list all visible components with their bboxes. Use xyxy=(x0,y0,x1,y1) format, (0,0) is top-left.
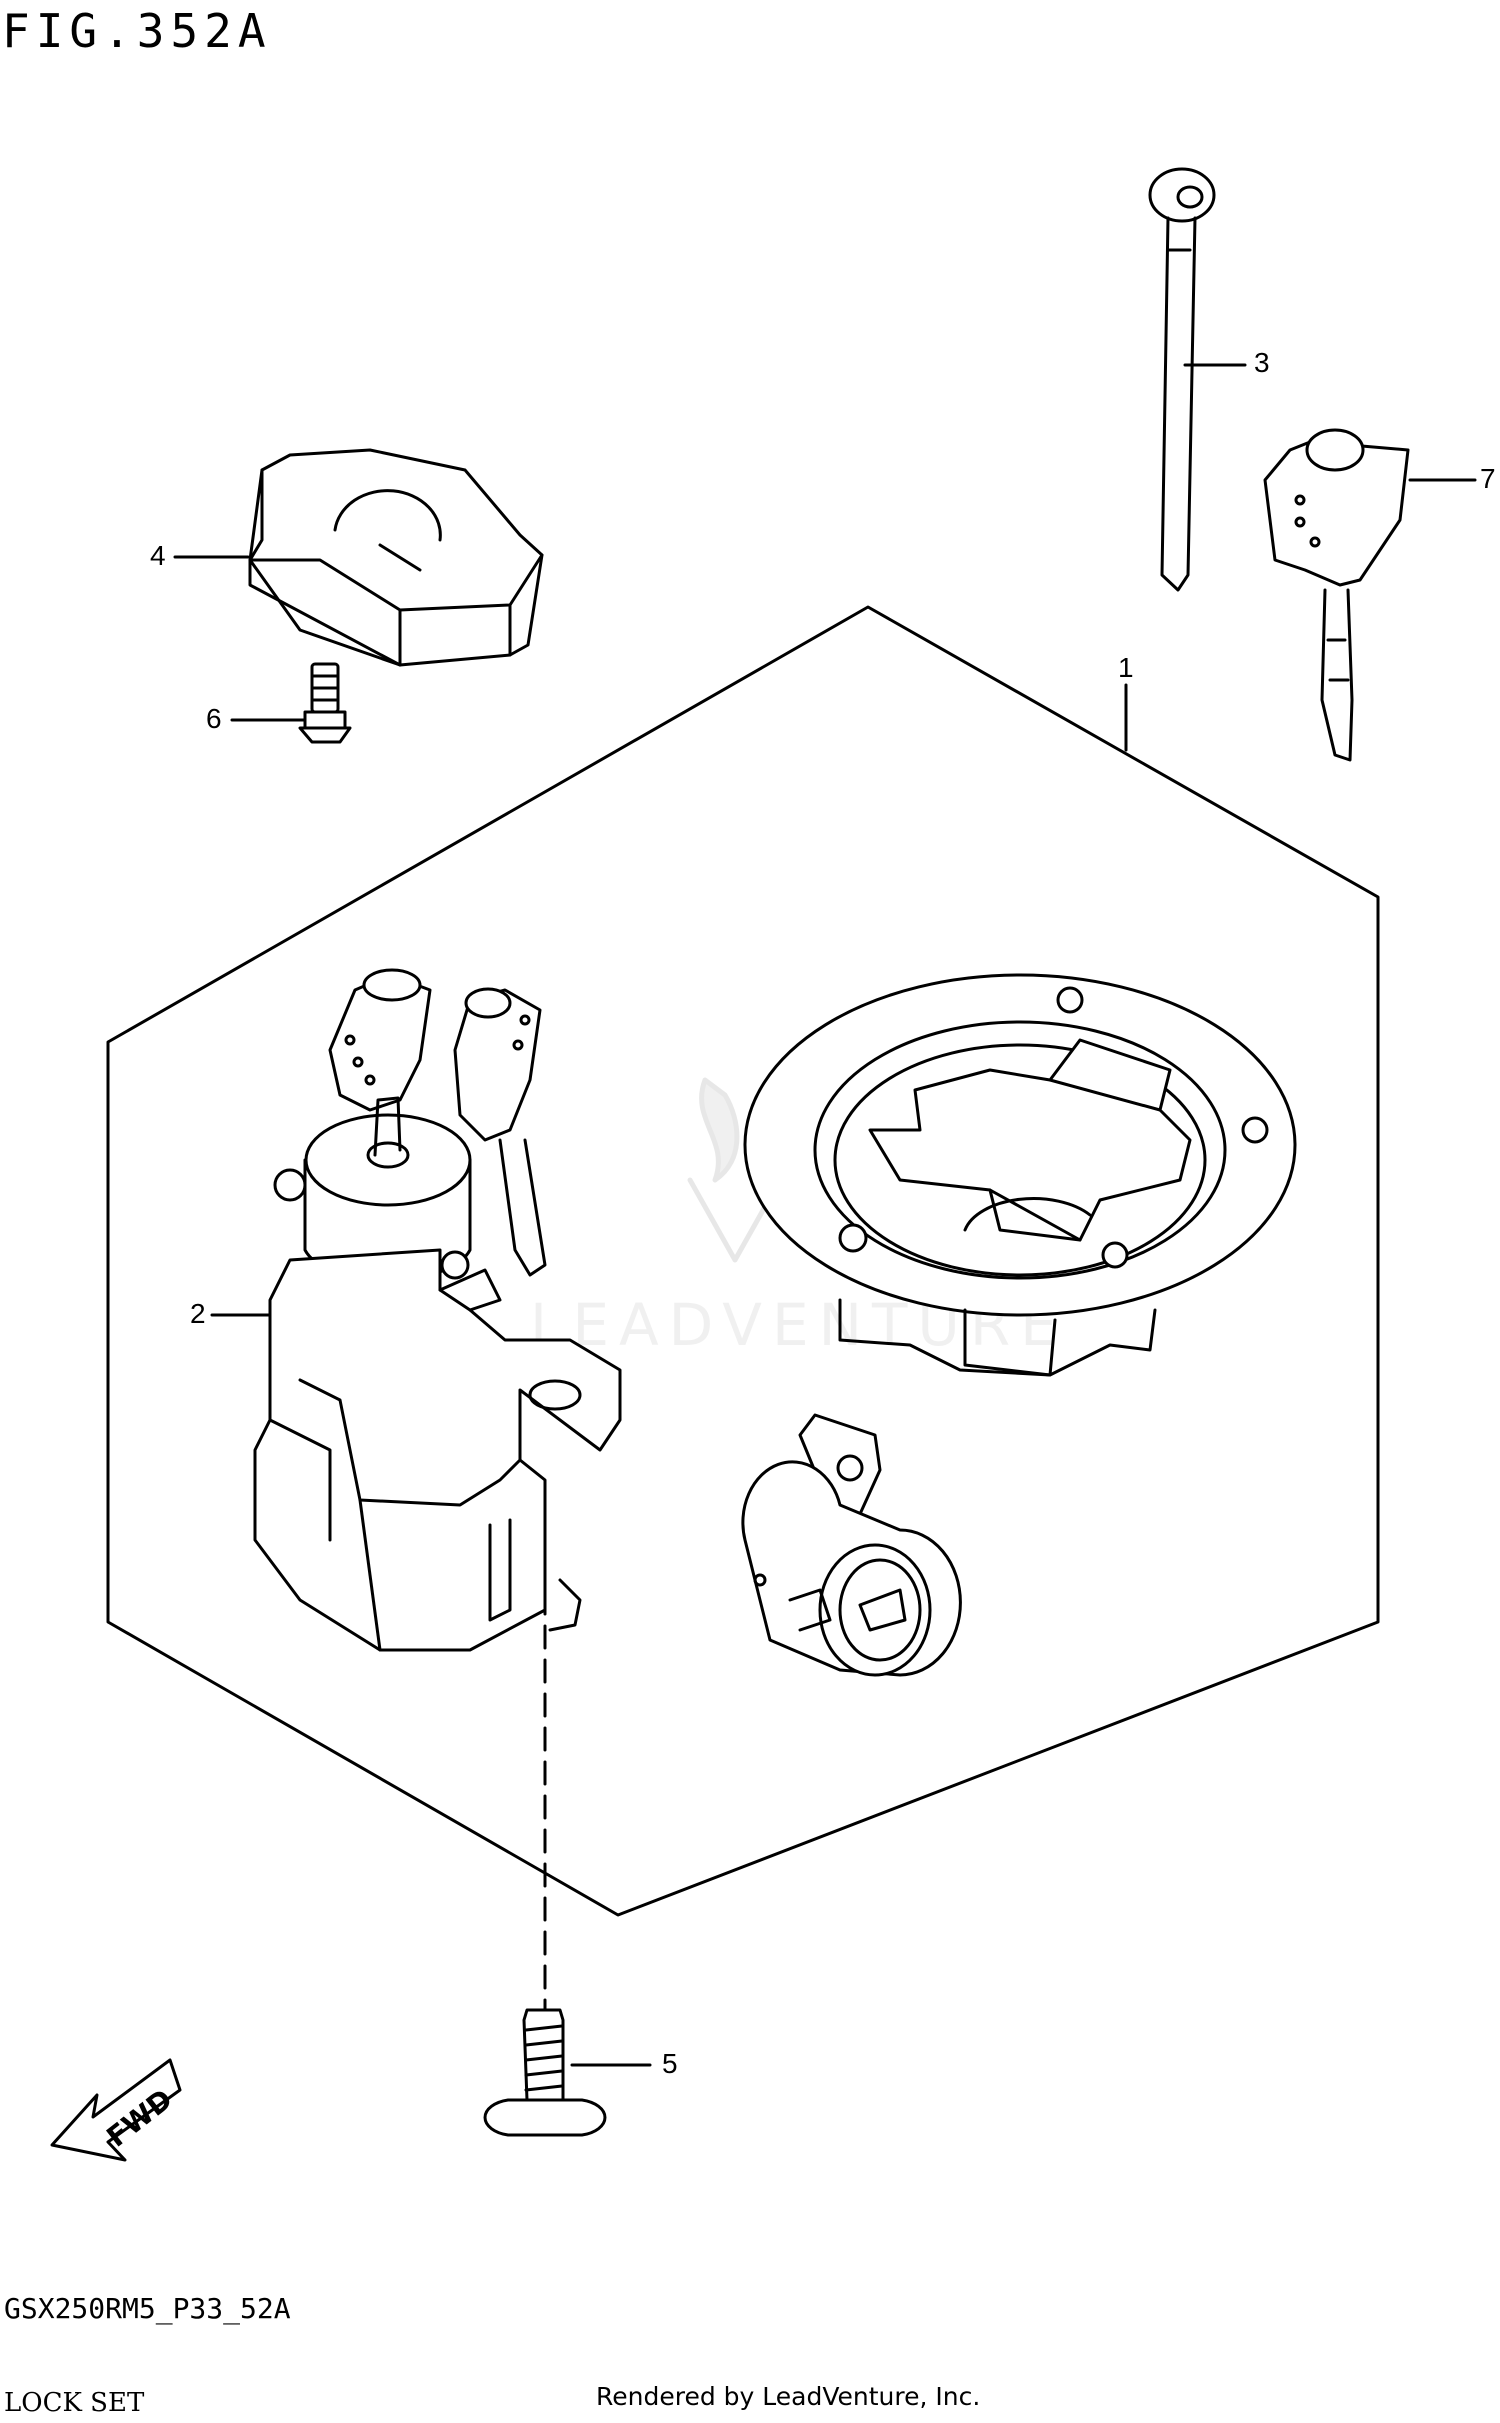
callout-5: 5 xyxy=(662,2048,678,2079)
diagram-code: GSX250RM5_P33_52A xyxy=(4,2292,291,2325)
ignition-cover-part-4 xyxy=(248,448,544,667)
callout-1: 1 xyxy=(1118,652,1134,683)
seat-lock xyxy=(741,1413,962,1677)
bolt-part-6 xyxy=(298,662,352,744)
callout-6: 6 xyxy=(206,703,222,734)
callout-2: 2 xyxy=(190,1298,206,1329)
fuel-tank-cap xyxy=(743,973,1297,1377)
forward-arrow-icon: FWD xyxy=(50,2058,182,2162)
callout-4: 4 xyxy=(150,540,166,571)
lock-set-outline xyxy=(106,605,1380,1917)
render-credit: Rendered by LeadVenture, Inc. xyxy=(596,2382,981,2411)
key-band-part-3 xyxy=(1148,167,1216,592)
callout-7: 7 xyxy=(1480,463,1496,494)
screw-part-5 xyxy=(483,2008,607,2137)
blank-key-part-7 xyxy=(1263,428,1410,762)
callout-3: 3 xyxy=(1254,347,1270,378)
section-name: LOCK SET xyxy=(4,2388,145,2418)
figure-title: FIG.352A xyxy=(2,4,272,58)
ignition-switch-part-2 xyxy=(253,968,622,1652)
